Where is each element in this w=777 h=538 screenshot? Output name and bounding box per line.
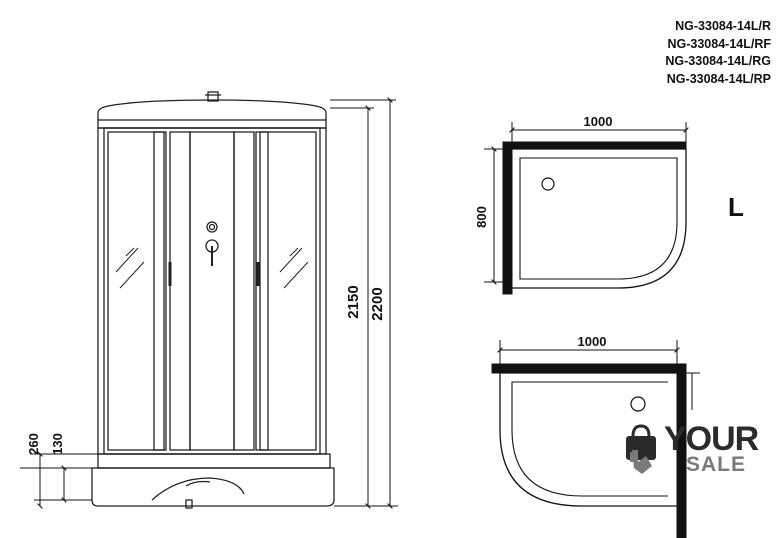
model-code: NG-33084-14L/RF	[667, 36, 771, 51]
plan-bottom-dimensions	[497, 340, 700, 410]
orientation-label: L	[728, 192, 744, 222]
shopping-bag-icon	[626, 424, 656, 474]
dim-label-130: 130	[50, 433, 65, 455]
shower-tray	[97, 453, 331, 469]
dim-label-260: 260	[26, 433, 41, 455]
tray-drain-arc	[151, 477, 245, 501]
model-code: NG-33084-14L/RG	[665, 54, 771, 68]
model-code: NG-33084-14L/RP	[666, 71, 771, 86]
front-dimensions	[20, 97, 398, 509]
center-panel	[189, 131, 235, 451]
model-code: NG-33084-14L/R	[675, 19, 771, 33]
logo-word-sale: SALE	[686, 453, 747, 476]
your-sale-logo: YOUR SALE	[620, 418, 770, 480]
plan-top-drain	[541, 177, 555, 191]
plan-view-bottom	[491, 363, 687, 538]
shower-head-stub	[207, 91, 219, 102]
dim-label-plan-top-width: 1000	[584, 114, 613, 129]
plan-top-wall-side	[502, 141, 513, 295]
plan-top-tray	[512, 148, 687, 289]
dim-label-plan-bottom-width: 1000	[578, 334, 607, 349]
control-knob-top	[206, 221, 218, 233]
cabin-front-view	[91, 91, 335, 509]
plan-view-top	[502, 141, 687, 295]
dim-label-2150: 2150	[345, 285, 362, 318]
plan-top-dimensions	[484, 122, 689, 285]
right-glass-panel	[259, 131, 317, 451]
plan-bottom-drain	[630, 396, 646, 412]
plan-bottom-wall-back	[491, 363, 687, 374]
logo-word-your: YOUR	[664, 420, 759, 458]
plan-bottom-tray	[499, 372, 677, 507]
dim-label-plan-top-depth: 800	[474, 206, 489, 228]
left-glass-panel	[107, 131, 165, 451]
plan-bottom-wall-side	[676, 363, 687, 538]
left-door	[169, 131, 191, 451]
plan-top-wall-back	[502, 141, 687, 150]
model-list: NG-33084-14L/R NG-33084-14L/RF NG-33084-…	[606, 18, 771, 88]
right-door	[233, 131, 255, 451]
dim-label-2200: 2200	[369, 287, 386, 320]
cabin-frame	[97, 127, 327, 455]
cabin-roof	[97, 99, 327, 120]
top-rail	[97, 119, 327, 129]
